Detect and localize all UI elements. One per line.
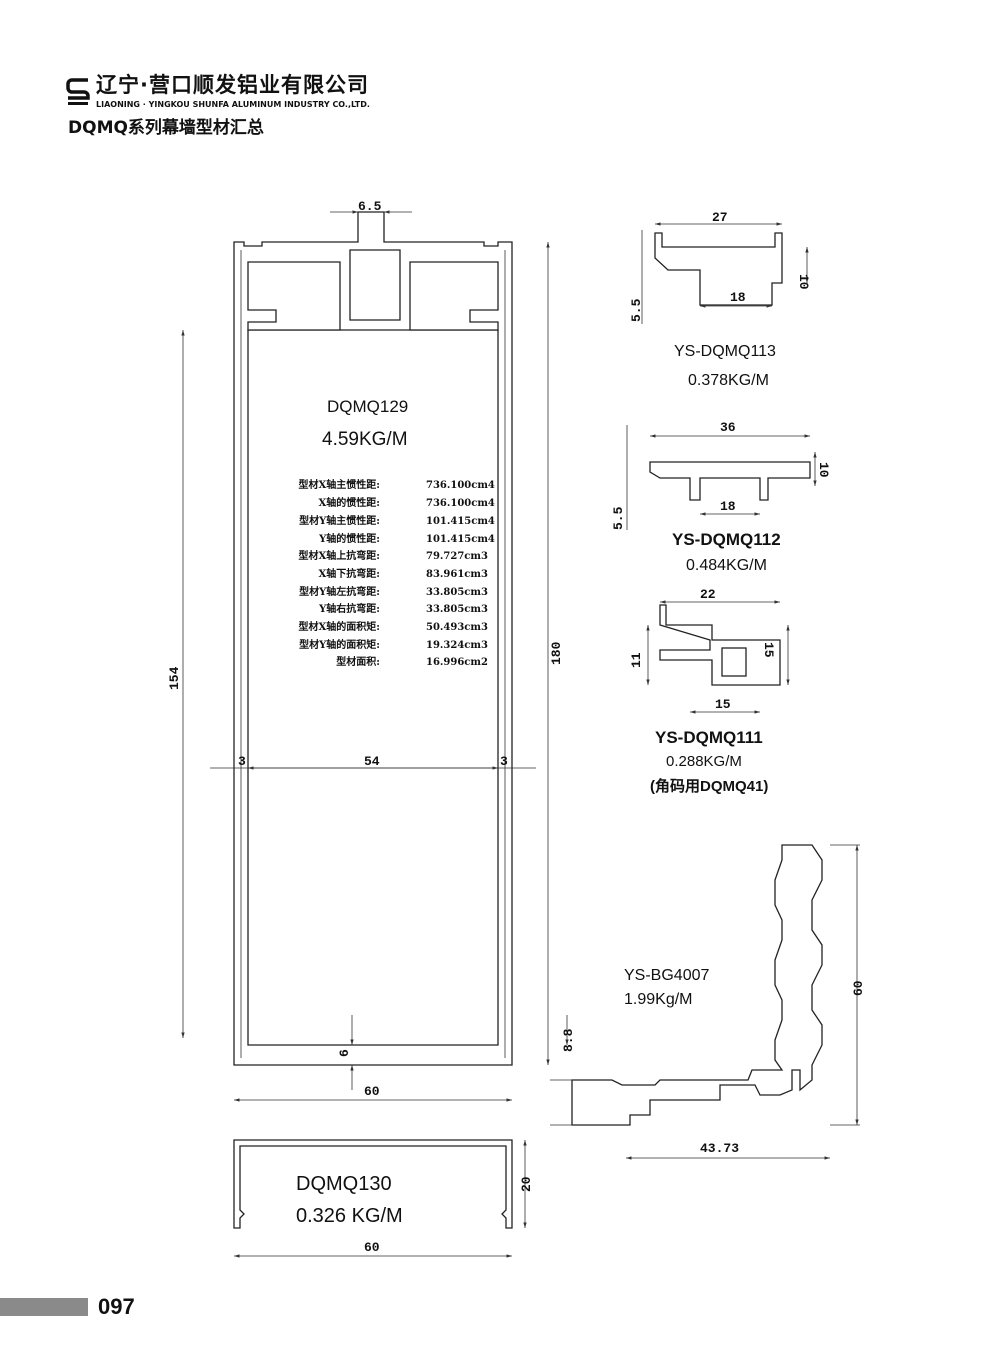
p113-dim-h: 10 (796, 274, 811, 290)
dqmq129-profile (233, 211, 513, 1066)
page-subtitle: DQMQ系列幕墙型材汇总 (68, 118, 264, 138)
p113-weight: 0.378KG/M (688, 372, 769, 389)
ys-dqmq112-profile (649, 461, 811, 501)
p112-code: YS-DQMQ112 (672, 530, 781, 549)
prop-label: 型材X轴主惯性距: (299, 478, 380, 491)
ys-dqmq111-profile (659, 604, 781, 686)
prop-value: 101.415cm4 (426, 516, 495, 527)
p111-note: (角码用DQMQ41) (650, 777, 768, 795)
dim-3-right: 3 (500, 754, 508, 769)
prop-label: 型材面积: (336, 655, 380, 668)
dim-54: 54 (364, 754, 380, 769)
p111-hollow (721, 647, 747, 677)
p111-dim-h-left: 11 (629, 652, 644, 668)
prop-value: 19.324cm3 (426, 640, 488, 651)
prop-value: 101.415cm4 (426, 534, 495, 545)
dqmq129-weight: 4.59KG/M (322, 429, 408, 450)
p113-dim-w: 27 (712, 210, 728, 225)
ys-bg4007-profile (571, 844, 823, 1126)
dqmq129-dimensions (181, 210, 569, 1102)
p113-code: YS-DQMQ113 (674, 343, 776, 360)
bg4007-dim-h: 60 (851, 980, 866, 996)
dqmq130-dim-60: 60 (364, 1240, 380, 1255)
p112-dim-h: 10 (816, 462, 831, 478)
p112-dim-side: 5.5 (611, 506, 626, 530)
prop-value: 33.805cm3 (426, 587, 488, 598)
dim-6: 6 (337, 1049, 352, 1057)
p112-weight: 0.484KG/M (686, 557, 767, 574)
p111-dim-h-right: 15 (761, 642, 776, 658)
prop-label: Y轴右抗弯距: (318, 602, 380, 615)
p113-dim-inner: 18 (730, 290, 746, 305)
prop-value: 16.996cm2 (426, 657, 488, 668)
dim-6-5: 6.5 (358, 199, 382, 214)
bg4007-code: YS-BG4007 (624, 967, 709, 984)
prop-label: 型材X轴上抗弯距: (299, 549, 380, 562)
footer-bar (0, 1298, 88, 1316)
dim-60: 60 (364, 1084, 380, 1099)
prop-label: 型材Y轴主惯性距: (299, 514, 380, 527)
p111-dim-inner: 15 (715, 697, 731, 712)
prop-value: 736.100cm4 (426, 480, 495, 491)
p111-weight: 0.288KG/M (666, 753, 742, 770)
dqmq129-code: DQMQ129 (327, 397, 408, 416)
prop-label: X轴的惯性距: (319, 496, 380, 509)
prop-label: 型材Y轴左抗弯距: (299, 585, 380, 598)
bg4007-dim-w: 43.73 (700, 1141, 739, 1156)
prop-label: 型材X轴的面积矩: (299, 620, 380, 633)
dqmq130-weight: 0.326 KG/M (296, 1205, 403, 1227)
prop-label: X轴下抗弯距: (319, 567, 380, 580)
p113-dim-side: 5.5 (629, 298, 644, 322)
company-name-cn: 辽宁·营口顺发铝业有限公司 (96, 73, 369, 97)
bg4007-weight: 1.99Kg/M (624, 991, 692, 1008)
prop-label: 型材Y轴的面积矩: (299, 638, 380, 651)
p111-dim-w: 22 (700, 587, 716, 602)
dqmq130-code: DQMQ130 (296, 1173, 392, 1195)
ys-dqmq113-profile (654, 232, 783, 306)
company-name-en: LIAONING · YINGKOU SHUNFA ALUMINUM INDUS… (96, 100, 370, 109)
dim-180: 180 (549, 641, 564, 665)
prop-value: 50.493cm3 (426, 622, 488, 633)
prop-value: 83.961cm3 (426, 569, 488, 580)
dim-3-left: 3 (238, 754, 246, 769)
company-logo (66, 78, 90, 108)
prop-value: 736.100cm4 (426, 498, 495, 509)
p112-dim-w: 36 (720, 420, 736, 435)
prop-value: 79.727cm3 (426, 551, 488, 562)
prop-value: 33.805cm3 (426, 604, 488, 615)
dqmq130-dim-20: 20 (519, 1176, 534, 1192)
prop-label: Y轴的惯性距: (318, 532, 380, 545)
p111-code: YS-DQMQ111 (655, 728, 763, 747)
page-number: 097 (98, 1294, 135, 1319)
dim-8-8: 8.8 (561, 1028, 576, 1052)
dim-154: 154 (167, 666, 182, 690)
p112-dim-inner: 18 (720, 499, 736, 514)
properties-table: 型材X轴主惯性距: 736.100cm4 X轴的惯性距: 736.100cm4 … (299, 478, 495, 668)
dqmq130-profile (233, 1139, 513, 1229)
